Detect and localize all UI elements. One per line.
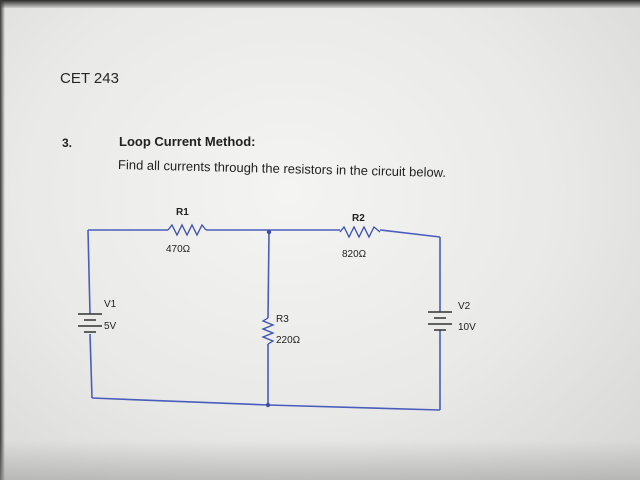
- battery-v1-symbol: [78, 313, 102, 333]
- label-r3-value: 220Ω: [276, 335, 301, 346]
- junction-bottom: [265, 402, 271, 408]
- label-v1-name: V1: [104, 299, 117, 310]
- problem-number: 3.: [62, 136, 73, 150]
- wire-bottom: [91, 397, 441, 411]
- photo-top-edge: [0, 0, 640, 8]
- junction-top: [266, 229, 272, 235]
- label-r2-value: 820Ω: [342, 249, 367, 260]
- label-r2-name: R2: [352, 213, 365, 224]
- course-title: CET 243: [60, 70, 119, 87]
- label-r1-name: R1: [176, 207, 189, 218]
- resistor-r1-symbol: [167, 223, 207, 237]
- wire-middle-branch: [267, 231, 270, 405]
- label-v2-value: 10V: [458, 322, 476, 333]
- battery-v2-symbol: [428, 311, 452, 331]
- photo-bottom-shade: [0, 440, 640, 480]
- resistor-r3-symbol: [261, 317, 275, 345]
- problem-heading: Loop Current Method:: [119, 134, 256, 149]
- resistor-r2-symbol: [339, 225, 381, 239]
- label-v1-value: 5V: [104, 321, 117, 332]
- label-v2-name: V2: [458, 301, 471, 312]
- label-r3-name: R3: [276, 314, 289, 325]
- wire-left-side: [87, 229, 93, 399]
- wire-top-right: [379, 229, 441, 238]
- photo-left-edge: [0, 0, 5, 480]
- label-r1-value: 470Ω: [166, 244, 191, 255]
